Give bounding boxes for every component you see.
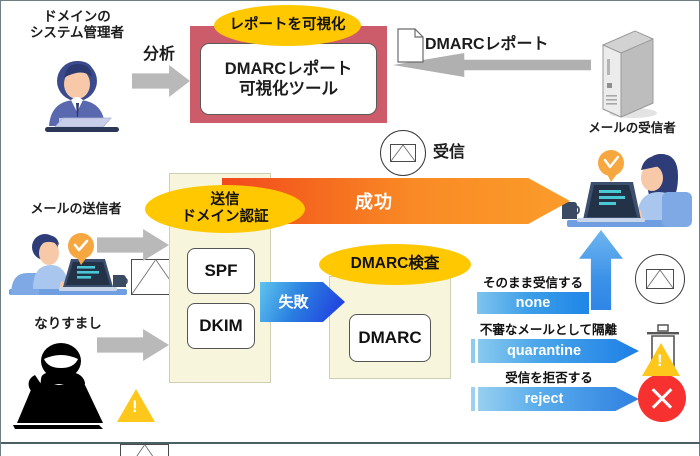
receiver-label: メールの受信者 xyxy=(588,121,676,135)
red-x-circle-icon xyxy=(638,374,686,422)
success-label: 成功 xyxy=(355,192,393,212)
policy-reject-label: reject xyxy=(524,391,564,407)
dkim-label: DKIM xyxy=(199,316,243,335)
dkim-chip: DKIM xyxy=(187,303,255,349)
receive-label: 受信 xyxy=(433,144,466,161)
spoof-to-auth-arrow xyxy=(97,329,169,361)
auth-callout: 送信 ドメイン認証 xyxy=(145,185,305,233)
policy-none-bar: none xyxy=(477,292,589,314)
person-at-laptop-icon xyxy=(45,61,119,132)
recipient-person-icon xyxy=(562,150,692,227)
policy-none-jp: そのまま受信する xyxy=(477,271,589,292)
inbox-circled-envelope-icon xyxy=(635,254,685,304)
policy-quarantine-label: quarantine xyxy=(506,343,582,359)
spf-chip: SPF xyxy=(187,248,255,294)
policy-reject-bar: reject xyxy=(471,387,639,411)
admin-arrow-label: 分析 xyxy=(142,46,175,63)
dmarc-report-label: DMARCレポート xyxy=(425,36,549,53)
dmarc-callout: DMARC検査 xyxy=(319,244,471,285)
dmarc-label: DMARC xyxy=(358,328,422,347)
fail-label: 失敗 xyxy=(278,294,309,311)
hacker-silhouette-icon xyxy=(13,343,103,429)
spoof-label: なりすまし xyxy=(34,316,102,331)
spoof-envelope-icon xyxy=(120,444,169,456)
receive-circled-envelope-icon xyxy=(380,130,426,176)
policy-quarantine-jp: 不審なメールとして隔離 xyxy=(458,318,639,339)
spf-label: SPF xyxy=(204,261,238,280)
policy-none-label: none xyxy=(515,295,551,311)
server-tower-icon xyxy=(602,30,657,118)
tool-box: DMARCレポート 可視化ツール xyxy=(200,43,377,115)
sender-person-icon xyxy=(9,233,128,295)
bottom-divider xyxy=(1,442,700,444)
policy-quarantine-bar: quarantine xyxy=(471,339,639,363)
tool-box-label: DMARCレポート 可視化ツール xyxy=(224,59,353,98)
inbox-warning-icon xyxy=(642,343,680,376)
sender-label: メールの送信者 xyxy=(30,201,122,216)
policy-reject-jp: 受信を拒否する xyxy=(472,366,626,387)
dmarc-chip: DMARC xyxy=(349,314,431,362)
spoof-warning-icon xyxy=(117,389,155,422)
visualize-report-callout: レポートを可視化 xyxy=(214,5,361,46)
document-icon xyxy=(397,28,424,63)
analyze-arrow xyxy=(132,65,190,97)
admin-label: ドメインの システム管理者 xyxy=(29,9,125,41)
